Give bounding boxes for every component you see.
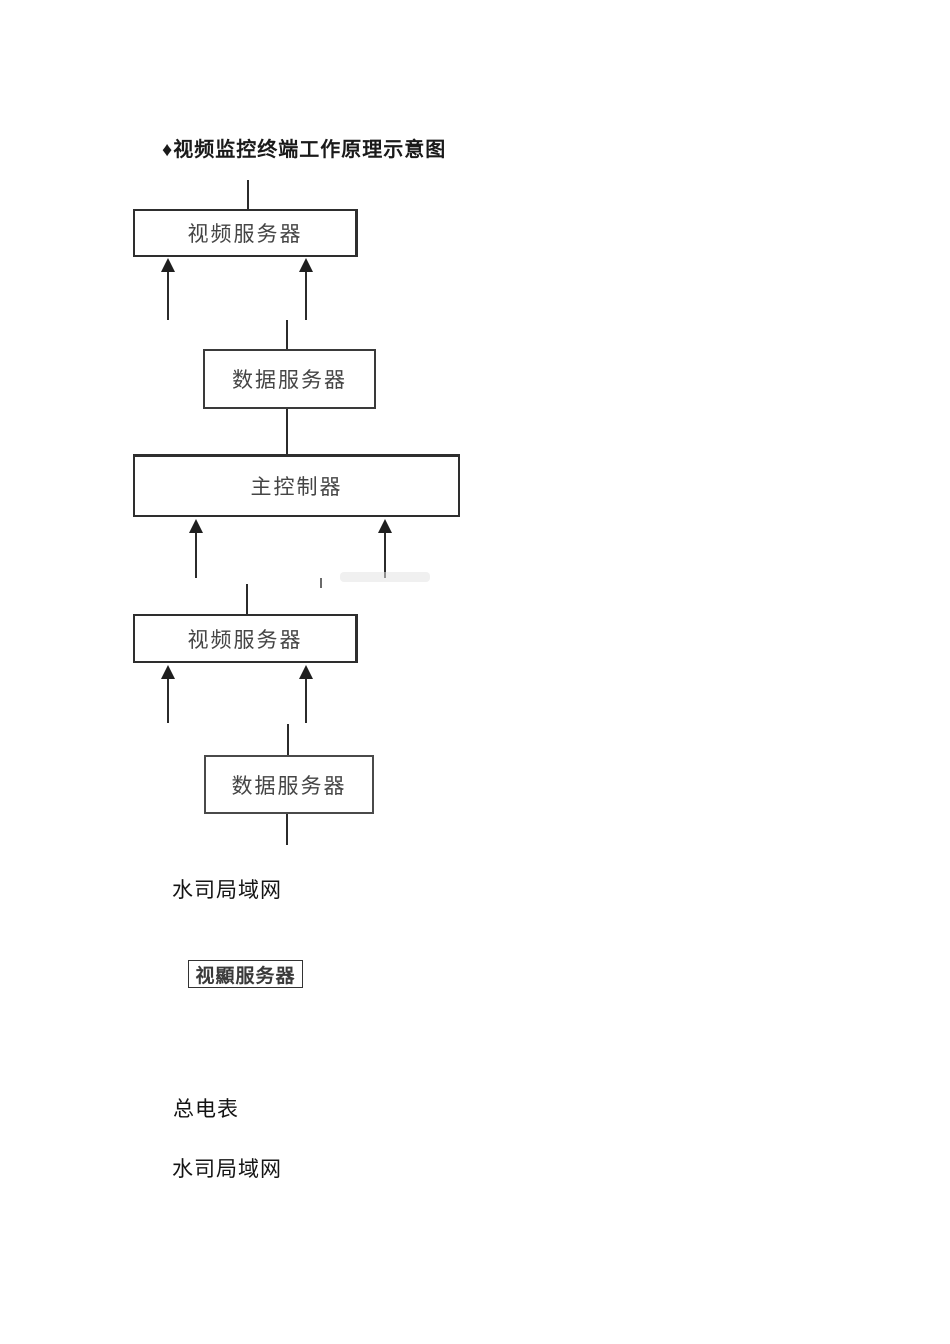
- flow-box-video-server-bottom: 视频服务器: [133, 614, 358, 663]
- flow-box-data-server-top: 数据服务器: [203, 349, 376, 409]
- flow-box-video-server-top: 视频服务器: [133, 209, 358, 257]
- bordered-label-video-server: 视顯服务器: [188, 960, 303, 988]
- up-arrow: [299, 665, 313, 723]
- up-arrow: [161, 258, 175, 320]
- label-water-company-lan-2: 水司局域网: [172, 1158, 282, 1181]
- arrow-shaft: [195, 533, 197, 578]
- page-title: ♦视频监控终端工作原理示意图: [162, 139, 447, 161]
- up-arrow: [299, 258, 313, 320]
- flow-box-label: 数据服务器: [231, 773, 347, 798]
- up-arrow: [189, 519, 203, 578]
- connector-line: [286, 320, 288, 349]
- arrow-head-icon: [378, 519, 392, 533]
- tick-artifact: [320, 578, 322, 588]
- arrow-shaft: [305, 272, 307, 320]
- bordered-label-text: 视顯服务器: [195, 965, 296, 987]
- arrow-shaft: [167, 679, 169, 723]
- arrow-head-icon: [299, 665, 313, 679]
- arrow-head-icon: [161, 665, 175, 679]
- connector-line: [286, 409, 288, 454]
- label-water-company-lan-1: 水司局域网: [172, 879, 282, 902]
- flow-box-label: 主控制器: [250, 475, 343, 499]
- arrow-head-icon: [299, 258, 313, 272]
- flow-box-label: 数据服务器: [232, 368, 347, 392]
- arrow-shaft: [167, 272, 169, 320]
- flow-box-data-server-bottom: 数据服务器: [204, 755, 374, 814]
- label-main-electric-meter: 总电表: [173, 1098, 239, 1121]
- arrow-head-icon: [161, 258, 175, 272]
- arrow-shaft: [305, 679, 307, 723]
- flow-box-label: 视频服务器: [187, 627, 303, 652]
- up-arrow: [378, 519, 392, 578]
- scan-artifact: [340, 572, 430, 582]
- connector-line: [286, 814, 288, 845]
- up-arrow: [161, 665, 175, 723]
- connector-line-top: [247, 180, 249, 209]
- connector-line: [287, 724, 289, 755]
- connector-line: [246, 584, 248, 614]
- arrow-head-icon: [189, 519, 203, 533]
- arrow-shaft: [384, 533, 386, 578]
- flow-box-main-controller: 主控制器: [133, 454, 460, 517]
- flow-box-label: 视频服务器: [187, 222, 303, 246]
